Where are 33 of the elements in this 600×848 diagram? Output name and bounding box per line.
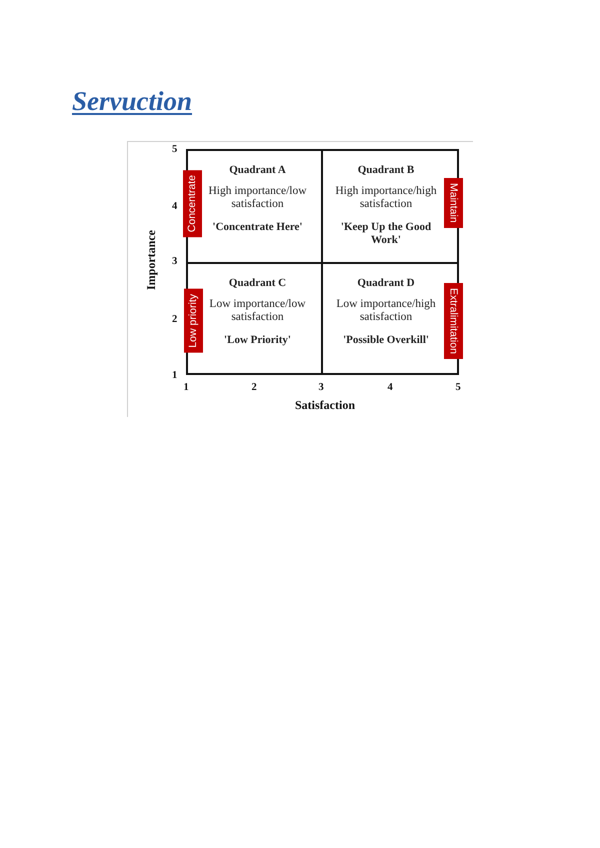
quadrant-motto: 'Keep Up the Good Work' (340, 221, 432, 247)
quadrant-panel (321, 262, 459, 375)
page-title: Servuction (72, 86, 192, 117)
strategy-tag: Concentrate (182, 170, 202, 237)
strategy-tag: Low priority (184, 289, 202, 353)
axis-tick-label: 5 (456, 382, 461, 394)
quadrant-title: Quadrant A (229, 164, 286, 177)
quadrant-panel (321, 149, 459, 264)
quadrant-description: Low importance/low satisfaction (208, 298, 307, 324)
axis-tick-label: 2 (172, 314, 178, 326)
quadrant-title: Quadrant D (357, 277, 415, 290)
quadrant-description: Low importance/high satisfaction (335, 298, 437, 324)
quadrant-motto: 'Concentrate Here' (212, 221, 302, 234)
quadrant-title: Quadrant B (358, 164, 414, 177)
quadrant-description: High importance/high satisfaction (334, 185, 438, 211)
axis-tick-label: 3 (172, 256, 178, 268)
axis-tick-label: 1 (184, 382, 189, 394)
strategy-tag: Maintain (444, 178, 462, 228)
axis-tick-label: 5 (172, 144, 178, 156)
quadrant-description: High importance/low satisfaction (207, 185, 308, 211)
strategy-tag: Extralimitation (444, 283, 462, 359)
quadrant-panel (186, 149, 323, 264)
axis-tick-label: 2 (252, 382, 257, 394)
quadrant-title: Quadrant C (228, 277, 286, 290)
quadrant-motto: 'Low Priority' (224, 334, 291, 347)
axis-tick-label: 4 (388, 382, 393, 394)
axis-title: Importance (144, 230, 158, 290)
axis-tick-label: 1 (172, 370, 178, 382)
axis-tick-label: 4 (172, 201, 178, 213)
quadrant-panel (186, 262, 323, 375)
quadrant-motto: 'Possible Overkill' (343, 334, 429, 347)
axis-tick-label: 3 (318, 382, 324, 394)
axis-title: Satisfaction (295, 398, 355, 412)
